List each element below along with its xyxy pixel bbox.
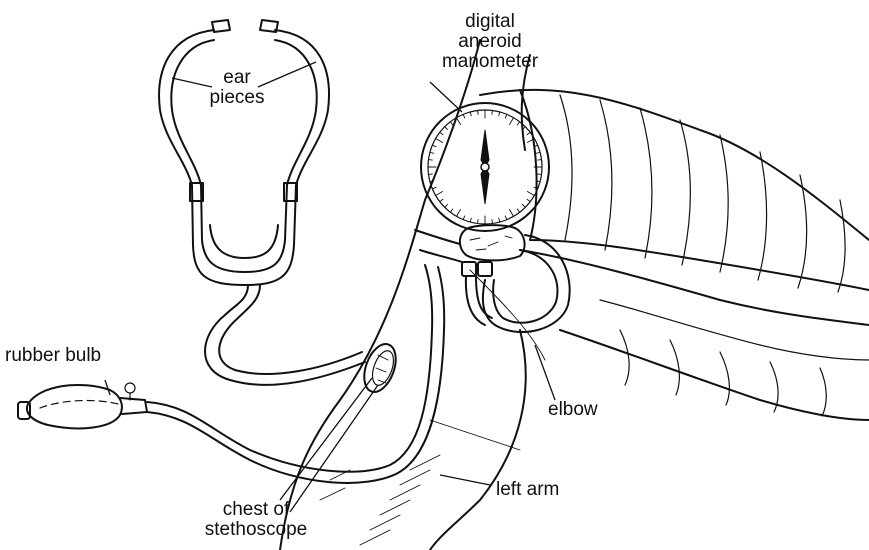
label-manometer-line3: manometer [440,52,540,72]
gauge-tick [499,218,500,222]
leader-ear-left [172,78,212,87]
gauge-tick [517,122,519,125]
gauge-tick [445,204,448,207]
gauge-tick [470,218,471,222]
leader-lines [105,62,555,512]
label-chest-of-stethoscope: chest of stethoscope [196,500,316,540]
gauge-tick [478,220,479,224]
label-elbow: elbow [548,400,598,420]
gauge-tick [436,192,443,196]
label-ear-line1: ear [207,68,267,88]
label-ear-line2: pieces [207,88,267,108]
label-chest-line1: chest of [196,500,316,520]
label-left-arm: left arm [496,480,559,500]
label-rubber-bulb: rubber bulb [5,346,101,366]
label-manometer: digital aneroid manometer [440,12,540,72]
gauge-tick [538,174,542,175]
gauge-tick [463,114,465,118]
gauge-tick [432,187,436,189]
gauge-tick [463,216,465,220]
gauge-tick [538,160,542,161]
gauge-tick [510,118,514,125]
gauge-tick [517,209,519,212]
gauge-tick [428,160,432,161]
arm-illustration [280,40,869,550]
gauge-tick [430,152,434,153]
gauge-tick [505,114,507,118]
label-manometer-line2: aneroid [440,32,540,52]
gauge-tick [527,132,530,134]
gauge-tick [510,209,514,216]
gauge-tick [440,199,443,201]
label-ear-pieces: ear pieces [207,68,267,108]
gauge-tick [536,152,540,153]
leader-bulb [105,380,110,395]
gauge-tick [428,174,432,175]
leader-manometer [430,82,462,112]
gauge-tick [457,209,461,216]
gauge-tick [478,110,479,114]
gauge-tick [499,112,500,116]
gauge-tick [505,216,507,220]
gauge-tick [527,199,530,201]
gauge-tick [522,204,525,207]
stethoscope [159,20,402,396]
gauge-tick [450,209,452,212]
gauge-tick [450,122,452,125]
gauge-tick [457,118,461,125]
leader-elbow [535,345,555,400]
gauge-tick [492,110,493,114]
leader-left-arm [440,475,490,485]
gauge-tick [445,127,448,130]
gauge-tick [492,220,493,224]
gauge-tick [470,112,471,116]
label-manometer-line1: digital [440,12,540,32]
gauge-tick [436,139,443,143]
label-chest-line2: stethoscope [196,520,316,540]
gauge-tick [440,132,443,134]
gauge-tick [432,145,436,147]
gauge-tick [527,192,534,196]
